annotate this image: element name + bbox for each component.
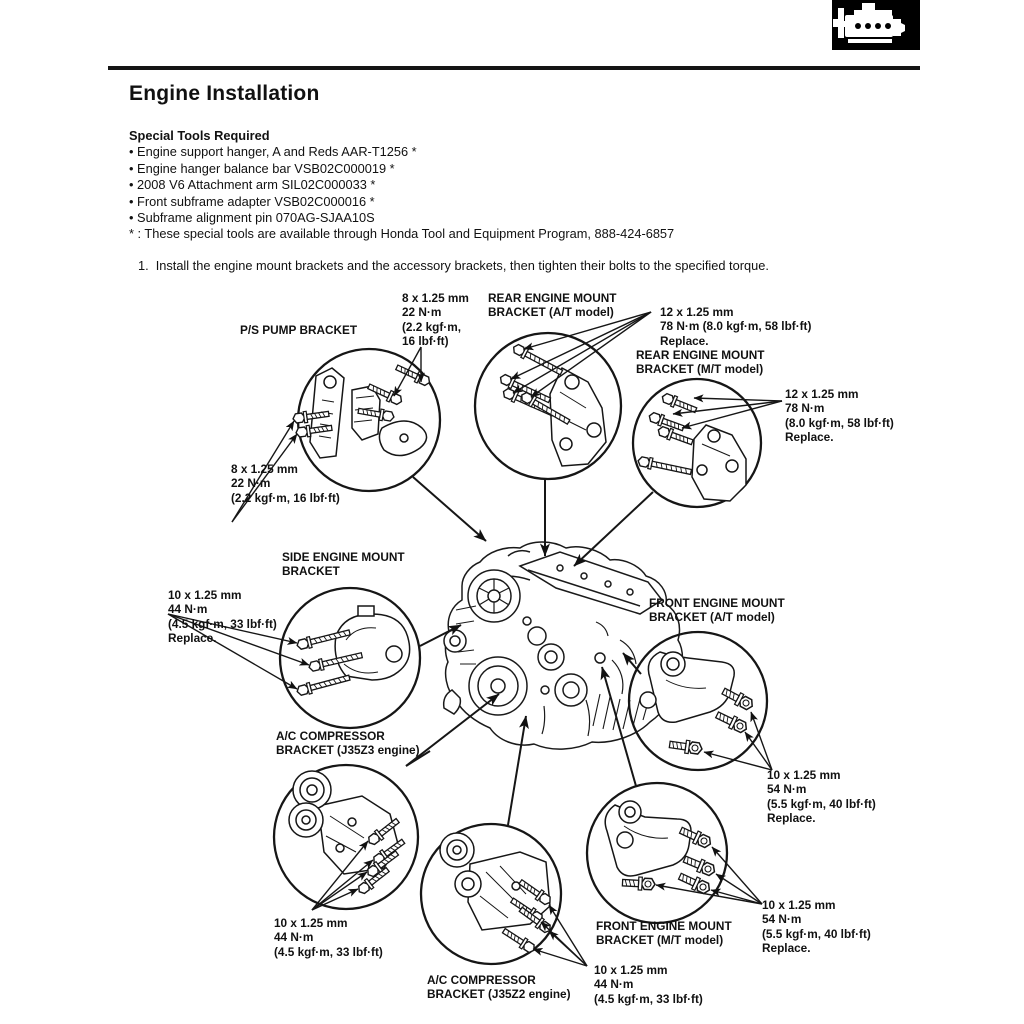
special-tool-item: • Engine hanger balance bar VSB02C000019…: [129, 160, 395, 176]
callout-label-front-mt: FRONT ENGINE MOUNT BRACKET (M/T model): [596, 919, 732, 947]
callout-label-side: SIDE ENGINE MOUNT BRACKET: [282, 550, 405, 578]
special-tool-item: • Engine support hanger, A and Reds AAR-…: [129, 144, 417, 160]
callout-label-ps-pump: P/S PUMP BRACKET: [240, 323, 358, 337]
page-title: Engine Installation: [129, 82, 320, 105]
torque-spec-10mm-front-mt: 10 x 1.25 mm 54 N·m (5.5 kgf·m, 40 lbf·f…: [762, 898, 871, 956]
leader-front-mt-to-engine: [600, 666, 637, 787]
step-item: 1. Install the engine mount brackets and…: [138, 258, 918, 274]
callout-circle-front-at: [627, 630, 769, 772]
torque-spec-10mm-j35z2: 10 x 1.25 mm 44 N·m (4.5 kgf·m, 33 lbf·f…: [594, 963, 703, 1006]
callout-label-front-at: FRONT ENGINE MOUNT BRACKET (A/T model): [649, 596, 785, 624]
callout-circle-front-mt: [585, 781, 729, 925]
step-text: Install the engine mount brackets and th…: [155, 258, 769, 273]
callout-circle-side: [278, 586, 422, 730]
callout-label-ac-j35z2: A/C COMPRESSOR BRACKET (J35Z2 engine): [427, 973, 571, 1001]
leader-ps-to-engine: [412, 476, 487, 542]
leader-arrows: [405, 476, 654, 826]
torque-spec-8mm-top: 8 x 1.25 mm 22 N·m (2.2 kgf·m, 16 lbf·ft…: [402, 291, 469, 349]
special-tools-heading: Special Tools Required: [129, 128, 270, 143]
torque-spec-8mm-left: 8 x 1.25 mm 22 N·m (2.2 kgf·m, 16 lbf·ft…: [231, 462, 340, 505]
engine-icon: [832, 0, 920, 50]
torque-spec-10mm-side: 10 x 1.25 mm 44 N·m (4.5 kgf·m, 33 lbf·f…: [168, 588, 277, 646]
torque-spec-12mm-at: 12 x 1.25 mm 78 N·m (8.0 kgf·m, 58 lbf·f…: [660, 305, 812, 348]
callout-label-rear-mt: REAR ENGINE MOUNT BRACKET (M/T model): [636, 348, 765, 376]
front-mount-mt-drawing: [604, 800, 718, 897]
front-mount-at-drawing: [639, 651, 756, 757]
special-tool-item: • Subframe alignment pin 070AG-SJAA10S: [129, 210, 375, 226]
callout-circle-ac-j35z2: [419, 822, 563, 966]
special-tool-item: • Front subframe adapter VSB02C000016 *: [129, 193, 375, 209]
leader-side-to-engine: [419, 624, 462, 647]
callout-circle-ac-j35z3: [272, 763, 420, 911]
ac-j35z2-drawing: [439, 832, 554, 956]
rear-mount-mt-drawing: [636, 390, 747, 502]
rear-mount-at-drawing: [497, 341, 607, 467]
torque-spec-10mm-front-at: 10 x 1.25 mm 54 N·m (5.5 kgf·m, 40 lbf·f…: [767, 768, 876, 826]
callout-label-ac-j35z3: A/C COMPRESSOR BRACKET (J35Z3 engine): [276, 729, 420, 757]
special-tools-note: * : These special tools are available th…: [129, 226, 675, 242]
ac-j35z3-drawing: [288, 770, 408, 897]
header-rule: [108, 66, 920, 70]
callout-circle-rear-mt: [631, 377, 763, 509]
callout-circle-rear-at: [473, 331, 623, 481]
ps-pump-bracket-drawing: [291, 361, 433, 459]
side-mount-drawing: [295, 605, 411, 698]
special-tool-item: • 2008 V6 Attachment arm SIL02C000033 *: [129, 177, 376, 193]
callout-label-rear-at: REAR ENGINE MOUNT BRACKET (A/T model): [488, 291, 617, 319]
leader-ac-j35z2-to-engine: [507, 715, 529, 826]
engine-illustration: [442, 541, 684, 750]
torque-spec-10mm-j35z3: 10 x 1.25 mm 44 N·m (4.5 kgf·m, 33 lbf·f…: [274, 916, 383, 959]
torque-spec-12mm-mt: 12 x 1.25 mm 78 N·m (8.0 kgf·m, 58 lbf·f…: [785, 387, 894, 445]
leader-front-at-to-engine: [622, 652, 642, 675]
engine-icon-glyph: [832, 0, 920, 50]
step-number: 1.: [138, 258, 149, 273]
leader-rear-mt-to-engine: [573, 491, 654, 567]
special-tools-section: Special Tools Required • Engine support …: [129, 128, 674, 243]
